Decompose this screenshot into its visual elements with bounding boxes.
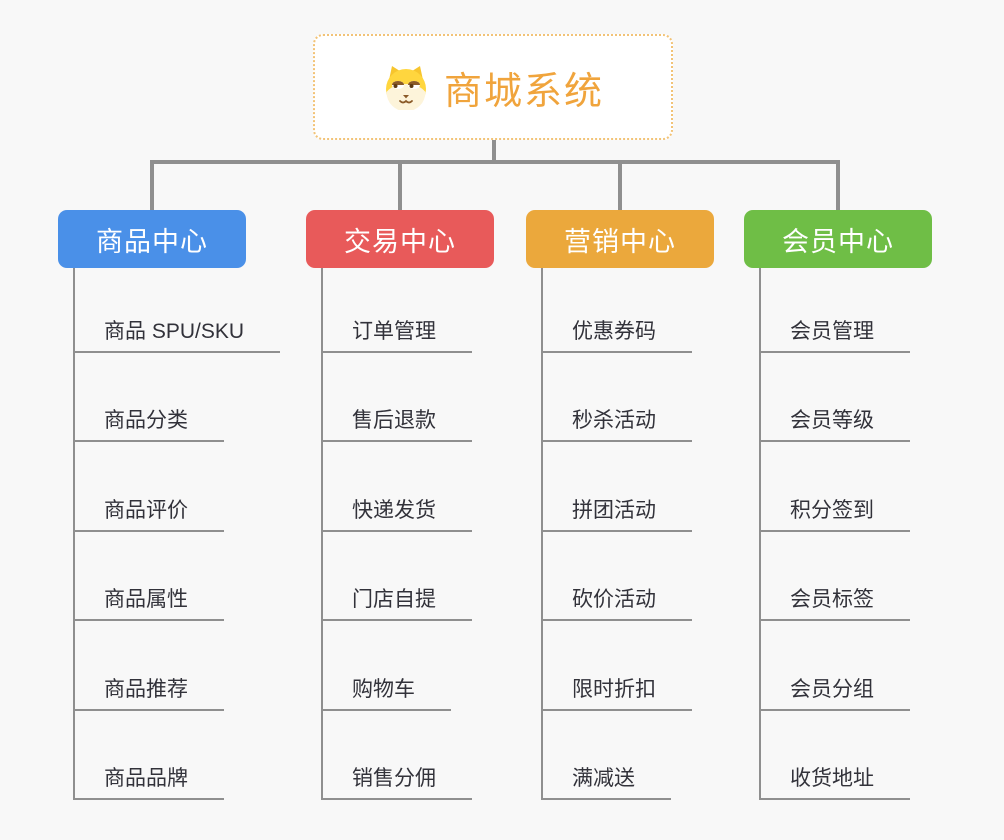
child-topic[interactable]: 秒杀活动 — [541, 408, 692, 442]
branch-label: 交易中心 — [344, 226, 456, 257]
branch-label: 会员中心 — [782, 226, 894, 257]
child-topic[interactable]: 商品分类 — [73, 408, 224, 442]
branch-node-0[interactable]: 商品中心 — [58, 210, 246, 268]
branch-label: 商品中心 — [96, 226, 208, 257]
child-topic[interactable]: 优惠券码 — [541, 319, 692, 353]
child-topic[interactable]: 销售分佣 — [321, 766, 472, 800]
child-topic[interactable]: 会员分组 — [759, 677, 910, 711]
child-topic[interactable]: 砍价活动 — [541, 587, 692, 621]
child-topic[interactable]: 会员等级 — [759, 408, 910, 442]
shiba-dog-icon — [385, 66, 426, 110]
child-topic[interactable]: 限时折扣 — [541, 677, 692, 711]
child-topic[interactable]: 收货地址 — [759, 766, 910, 800]
child-topic[interactable]: 门店自提 — [321, 587, 472, 621]
child-topic[interactable]: 购物车 — [321, 677, 451, 711]
child-topic[interactable]: 满减送 — [541, 766, 671, 800]
root-node[interactable]: 商城系统 — [313, 34, 673, 140]
child-topic[interactable]: 拼团活动 — [541, 498, 692, 532]
child-topic[interactable]: 会员管理 — [759, 319, 910, 353]
child-topic[interactable]: 商品品牌 — [73, 766, 224, 800]
child-topic[interactable]: 快递发货 — [321, 498, 472, 532]
branch-node-3[interactable]: 会员中心 — [744, 210, 932, 268]
child-topic[interactable]: 商品 SPU/SKU — [73, 319, 281, 353]
child-topic[interactable]: 商品推荐 — [73, 677, 224, 711]
root-title: 商城系统 — [443, 70, 604, 113]
child-topic[interactable]: 积分签到 — [759, 498, 910, 532]
branch-node-1[interactable]: 交易中心 — [306, 210, 494, 268]
branch-node-2[interactable]: 营销中心 — [526, 210, 714, 268]
child-topic[interactable]: 会员标签 — [759, 587, 910, 621]
branch-label: 营销中心 — [564, 226, 676, 257]
child-topic[interactable]: 售后退款 — [321, 408, 472, 442]
child-topic[interactable]: 商品评价 — [73, 498, 224, 532]
child-topic[interactable]: 订单管理 — [321, 319, 472, 353]
child-topic[interactable]: 商品属性 — [73, 587, 224, 621]
